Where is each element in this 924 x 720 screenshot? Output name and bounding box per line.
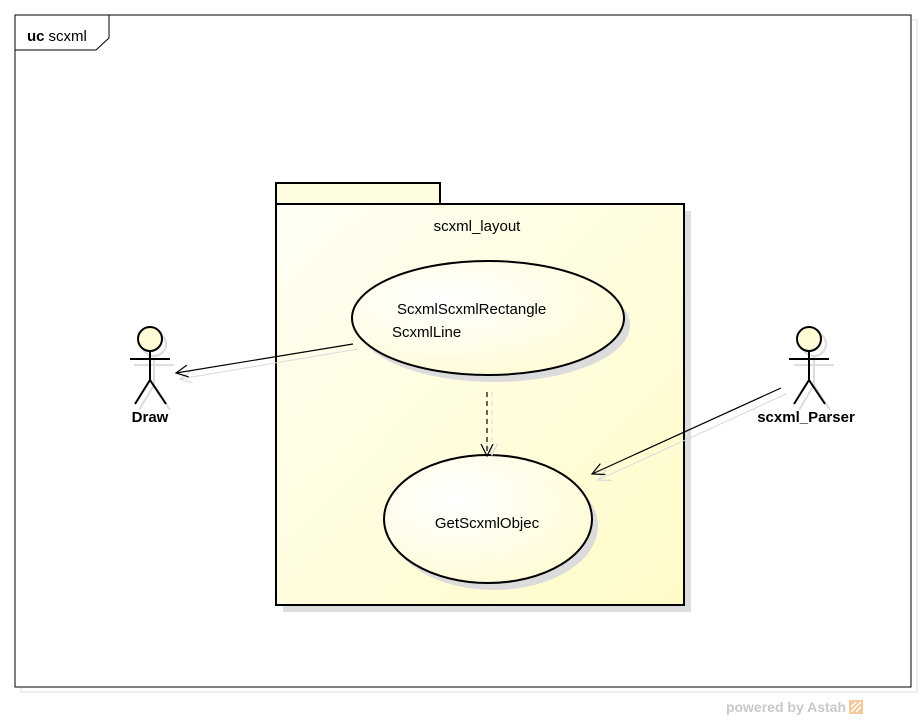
astah-logo-icon <box>849 700 863 714</box>
use-case-label-line-2: ScxmlLine <box>392 324 461 341</box>
actor-stick-figure <box>130 326 170 405</box>
association-shadow <box>180 348 359 379</box>
frame-keyword: uc <box>27 28 45 45</box>
watermark-text: powered by Astah <box>726 699 846 715</box>
frame-name: scxml <box>49 28 87 45</box>
package-tab <box>275 182 441 206</box>
frame-tab <box>14 14 110 51</box>
actor-draw[interactable]: Draw <box>130 326 174 426</box>
actor-scxml-parser[interactable]: scxml_Parser <box>757 326 855 426</box>
association-to-draw[interactable] <box>176 343 354 373</box>
association-shadow <box>598 393 787 480</box>
use-case-label-line-1: ScxmlScxmlRectangle <box>397 301 546 318</box>
actor-name: Draw <box>132 409 169 426</box>
association-from-parser[interactable] <box>592 387 782 474</box>
actor-name: scxml_Parser <box>757 409 855 426</box>
use-case-scxml-rectangle[interactable] <box>351 260 625 376</box>
actor-stick-figure <box>789 326 829 405</box>
package-name: scxml_layout <box>434 218 522 235</box>
use-case-label: GetScxmlObjec <box>435 515 540 532</box>
